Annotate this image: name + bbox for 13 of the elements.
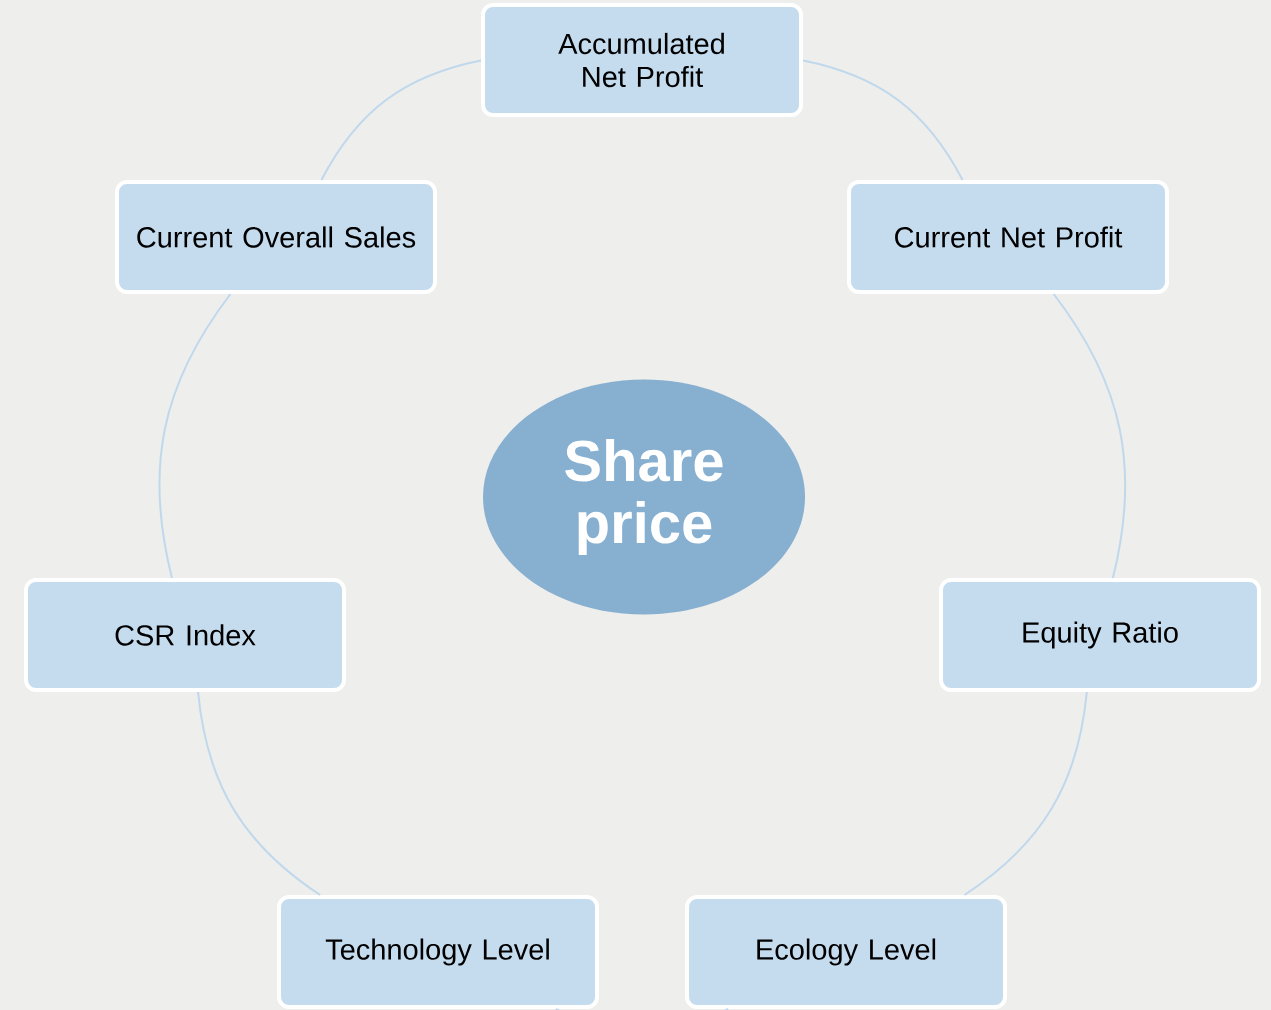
- rounded-box: Current Overall Sales: [115, 180, 437, 294]
- ring-arc: [802, 59, 964, 181]
- ring-arc: [320, 59, 482, 181]
- ring-arc: [158, 293, 232, 579]
- rounded-box: Technology Level: [277, 895, 599, 1009]
- rounded-box: Accumulated Net Profit: [481, 3, 803, 117]
- rounded-box: CSR Index: [24, 578, 346, 692]
- ring-arc: [1052, 293, 1127, 579]
- ring-arc: [197, 691, 322, 896]
- rounded-box: Equity Ratio: [939, 578, 1261, 692]
- rounded-box: Ecology Level: [685, 895, 1007, 1009]
- rounded-box: Current Net Profit: [847, 180, 1169, 294]
- ring-arc: [963, 691, 1088, 896]
